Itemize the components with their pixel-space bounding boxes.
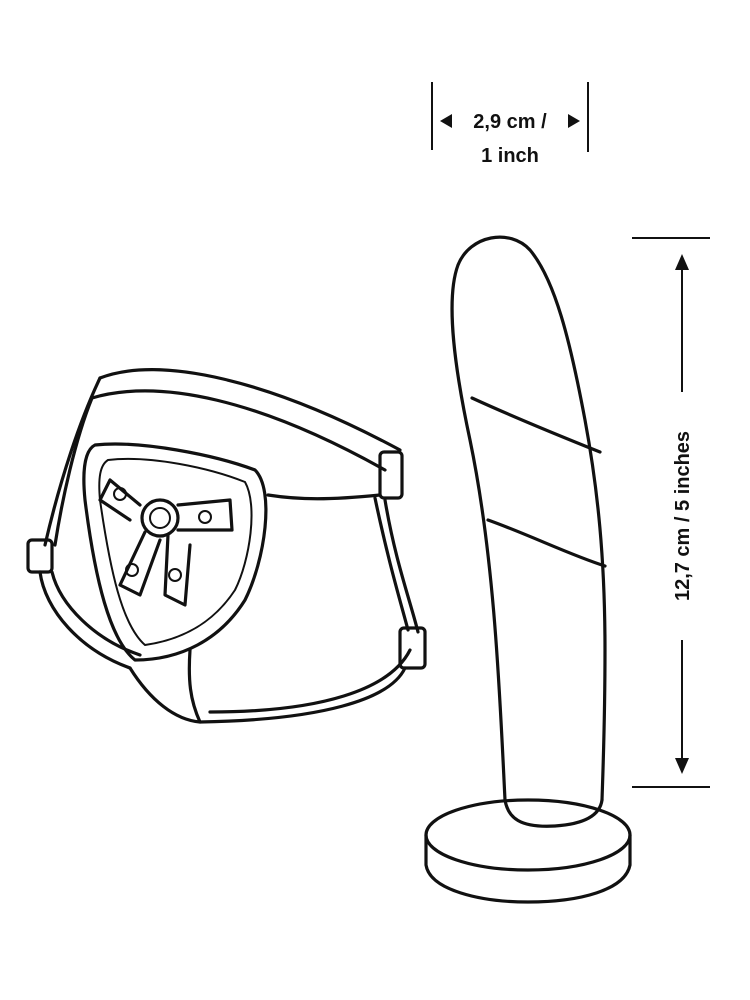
arrow-up-icon xyxy=(675,254,689,270)
width-dimension: 2,9 cm / 1 inch xyxy=(431,82,589,167)
arrow-left-icon xyxy=(440,114,452,128)
arrow-down-icon xyxy=(675,758,689,774)
dildo-drawing xyxy=(424,235,632,904)
width-label-line1: 2,9 cm / xyxy=(473,111,547,133)
arrow-right-icon xyxy=(568,114,580,128)
harness-drawing xyxy=(26,368,427,724)
length-dimension: 12,7 cm / 5 inches xyxy=(632,237,710,788)
length-label: 12,7 cm / 5 inches xyxy=(672,431,694,601)
width-label-line2: 1 inch xyxy=(481,145,539,167)
